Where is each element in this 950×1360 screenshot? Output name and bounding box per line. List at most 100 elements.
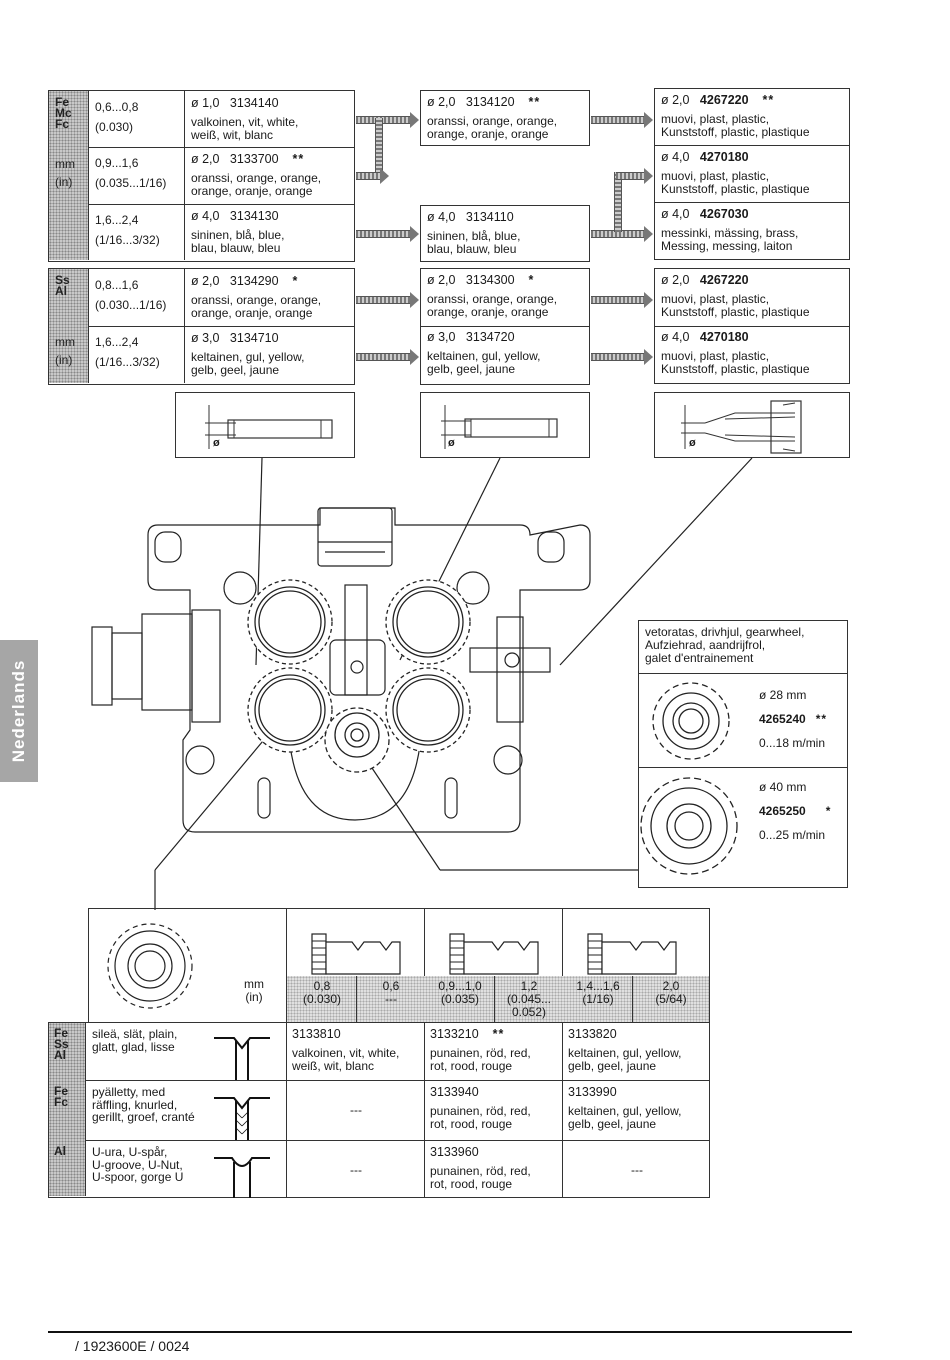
diameter: ø 2,0 [191, 274, 220, 288]
color-desc: weiß, wit, blanc [292, 1058, 375, 1073]
group1-nozzle-table: ø 2,0 4267220 ** muovi, plast, plastic, … [654, 88, 850, 260]
feed-roll [392, 586, 464, 658]
part-number: 4267030 [699, 207, 749, 221]
flow-arrow [591, 349, 653, 365]
feed-roll [254, 586, 326, 658]
part-number: 3134720 [465, 330, 515, 344]
leader-line [369, 764, 441, 871]
inlet-guide-tube-drawing [205, 405, 333, 449]
part-number: 4267220 [699, 273, 749, 287]
marker: * [292, 274, 299, 288]
empty-cell: --- [631, 1163, 643, 1177]
material-desc: Kunststoff, plastic, plastique [661, 361, 810, 376]
part-number: 3133960 [430, 1145, 479, 1159]
groove-size-label: 1,4...1,6 (1/16) [564, 980, 632, 1006]
material-column [49, 1023, 86, 1196]
groove-type-line: pyälletty, med [92, 1085, 166, 1099]
color-desc: rot, rood, rouge [430, 1058, 513, 1073]
gear-diameter: ø 28 mm [759, 688, 807, 702]
gear-part-number: 4265240 [759, 712, 806, 726]
unit-in: (in) [55, 175, 73, 189]
knurled-groove-icon [214, 1097, 270, 1110]
color-desc: gelb, geel, jaune [568, 1058, 657, 1073]
part-number: 3134110 [465, 210, 514, 224]
material-code: Al [54, 1048, 66, 1062]
groove-type-line: räffling, knurled, [92, 1097, 178, 1112]
material-desc: muovi, plast, plastic, [661, 292, 770, 306]
leader-line [559, 457, 753, 666]
flow-arrow [356, 112, 419, 128]
color-desc: orange, oranje, orange [427, 304, 549, 319]
groove-type-line: glatt, glad, lisse [92, 1039, 175, 1054]
marker: * [825, 804, 832, 818]
material-codes: Fe Fc [54, 1084, 69, 1108]
diameter-symbol: ø [448, 437, 455, 449]
empty-cell: --- [350, 1103, 362, 1117]
part-number: 3134290 [229, 274, 279, 288]
part-number: 4267220 [699, 93, 749, 107]
part-cell: ø 2,0 3133700 ** oranssi, orange, orange… [191, 153, 321, 197]
material-desc: messinki, mässing, brass, [661, 226, 799, 240]
groove-type-line: sileä, slät, plain, [92, 1027, 178, 1041]
wire-mm: 1,6...2,4 [95, 213, 139, 227]
color-desc: keltainen, gul, yellow, [191, 350, 305, 364]
middle-guide-tube-drawing [441, 405, 558, 449]
color-desc: orange, oranje, orange [427, 126, 549, 141]
part-cell: ø 3,0 3134710 keltainen, gul, yellow, ge… [191, 332, 304, 376]
material-code: Fc [55, 117, 70, 131]
part-cell: ø 4,0 3134130 sininen, blå, blue, blau, … [191, 210, 284, 254]
large-gear-icon [640, 777, 738, 875]
material-desc: Kunststoff, plastic, plastique [661, 304, 810, 319]
material-desc: Kunststoff, plastic, plastique [661, 181, 810, 196]
wire-size-cell: 1,6...2,4 (1/16...3/32) [95, 332, 160, 372]
diameter: ø 2,0 [661, 273, 690, 287]
wire-in: (0.030) [95, 120, 134, 134]
flow-arrow [591, 112, 653, 128]
groove-size-label: 0,6 --- [358, 980, 424, 1006]
color-desc: valkoinen, vit, white, [292, 1046, 400, 1060]
color-desc: keltainen, gul, yellow, [427, 349, 541, 363]
diameter: ø 4,0 [661, 330, 690, 344]
wire-mm: 0,9...1,6 [95, 156, 139, 170]
part-cell: ø 2,0 3134290 * oranssi, orange, orange,… [191, 275, 321, 319]
group1-middle-box-2: ø 4,0 3134110 sininen, blå, blue, blau, … [420, 205, 590, 262]
material-code: Al [54, 1144, 66, 1158]
material-code: Ss [54, 1037, 69, 1051]
color-desc: gelb, geel, jaune [427, 361, 516, 376]
document-reference: / 1923600E / 0024 [75, 1338, 190, 1354]
gearwheel-title: Aufziehrad, aandrijfrol, [645, 638, 766, 652]
size-in: (0.035) [440, 992, 480, 1006]
diameter: ø 2,0 [191, 152, 220, 166]
flow-arrow-connector [614, 172, 622, 232]
group1-material-column: Fe Mc Fc mm (in) [49, 91, 89, 260]
wire-size-cell: 0,8...1,6 (0.030...1/16) [95, 275, 166, 315]
diameter: ø 2,0 [427, 273, 456, 287]
outlet-nozzle-illustration: ø [654, 392, 850, 458]
size-mm: 2,0 [662, 979, 680, 993]
flow-arrow-connector [375, 118, 383, 174]
material-code: Fe [54, 1084, 69, 1098]
wire-size-cell: 1,6...2,4 (1/16...3/32) [95, 210, 160, 250]
groove-type: pyälletty, med räffling, knurled, gerill… [92, 1086, 195, 1124]
groove-type: U-ura, U-spår, U-groove, U-Nut, U-spoor,… [92, 1146, 183, 1184]
empty-cell: --- [350, 1163, 362, 1177]
diameter: ø 1,0 [191, 96, 220, 110]
feed-rolls [247, 579, 471, 773]
part-number: 3133940 [430, 1085, 479, 1099]
u-groove-icon [214, 1157, 270, 1167]
diameter: ø 4,0 [661, 150, 690, 164]
group2-material-column: Ss Al mm (in) [49, 269, 89, 383]
outlet-nozzle-drawing [681, 400, 802, 454]
part-number: 3133810 [292, 1027, 341, 1041]
material-code: Fe [54, 1026, 69, 1040]
group2-middle-table: ø 2,0 3134300 * oranssi, orange, orange,… [420, 268, 590, 385]
groove-size-label: 0,9...1,0 (0.035) [426, 980, 494, 1006]
language-side-tab: Nederlands [0, 640, 38, 782]
diameter: ø 2,0 [661, 93, 690, 107]
color-desc: punainen, röd, red, [430, 1164, 531, 1178]
color-desc: oranssi, orange, orange, [191, 171, 322, 185]
part-number: 3133990 [568, 1085, 617, 1099]
size-in: 0.052) [511, 1005, 547, 1019]
color-desc: orange, oranje, orange [191, 183, 313, 198]
part-number: 3134710 [229, 331, 279, 345]
